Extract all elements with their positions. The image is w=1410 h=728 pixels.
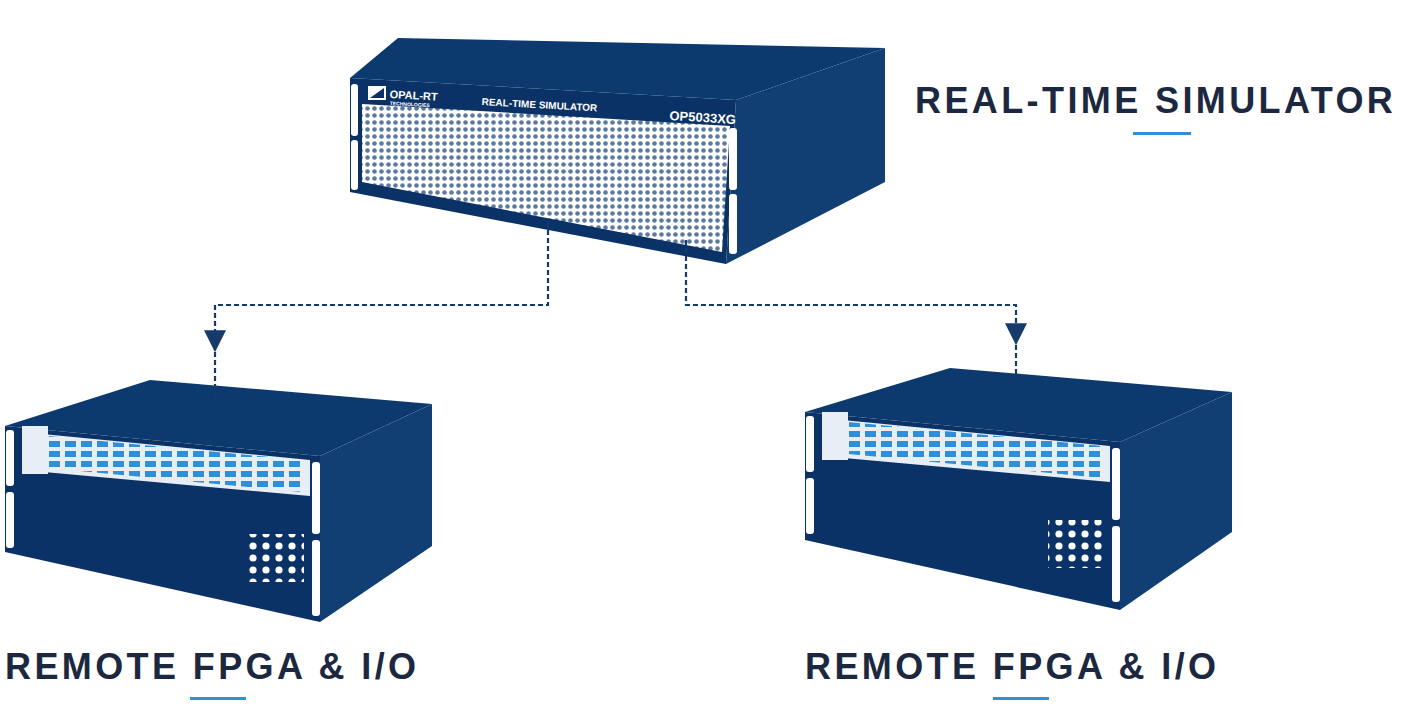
device-label: REMOTE FPGA & I/O xyxy=(5,646,419,688)
remote-unit-chassis xyxy=(805,368,1232,610)
panel-text: REAL-TIME SIMULATOR xyxy=(481,96,597,113)
dashed-connector xyxy=(215,222,548,402)
device-node: REMOTE FPGA & I/O xyxy=(5,380,432,622)
dashed-connector xyxy=(686,240,1016,384)
panel-text: TECHNOLOGIES xyxy=(390,100,430,108)
device-node: REAL-TIME SIMULATOROPAL-RTTECHNOLOGIESRE… xyxy=(350,38,885,264)
device-label: REMOTE FPGA & I/O xyxy=(805,646,1219,688)
remote-unit-chassis xyxy=(5,380,432,622)
device-label: REAL-TIME SIMULATOR xyxy=(915,80,1396,122)
simulator-chassis xyxy=(350,38,885,264)
device-node: REMOTE FPGA & I/O xyxy=(805,368,1232,610)
panel-text: OP5033XG xyxy=(669,108,736,127)
